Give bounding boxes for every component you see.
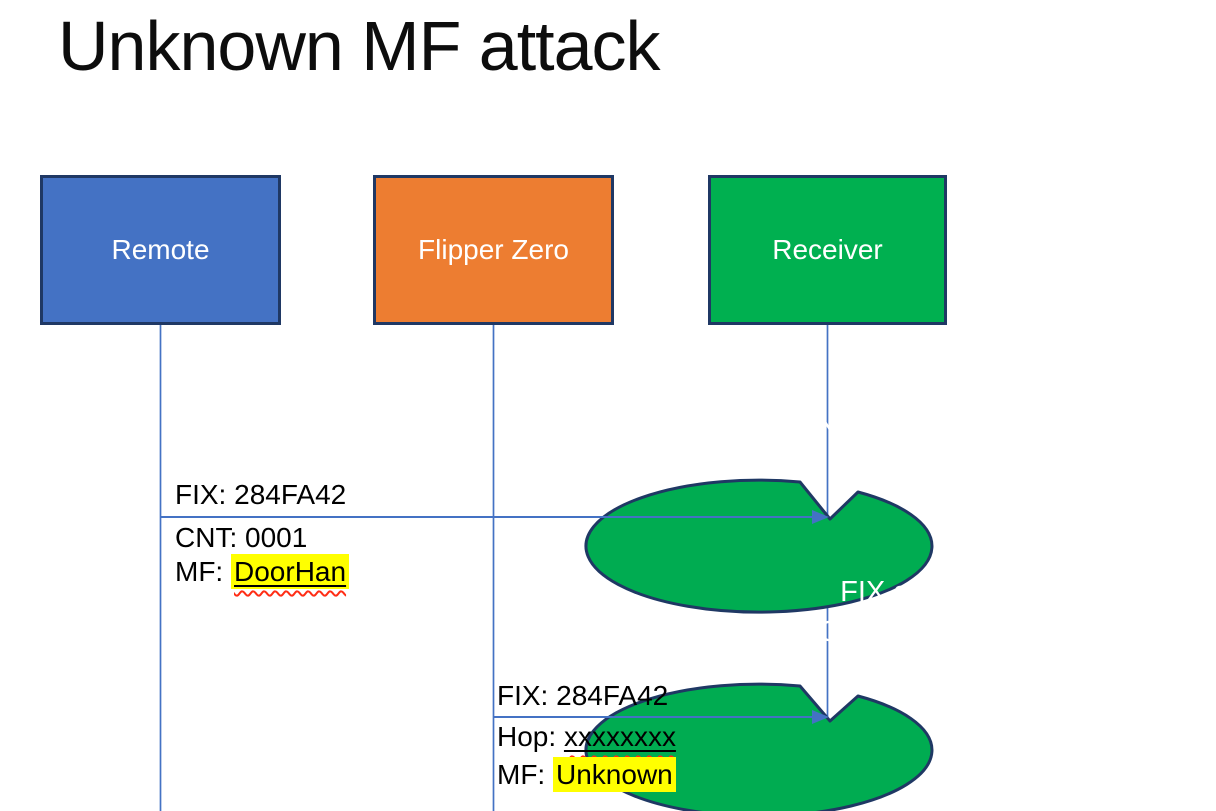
message-2-fix-label: FIX: 284FA42: [497, 680, 669, 711]
callout-1-line-2: CNT 0001 good: [796, 412, 1002, 444]
actor-label-receiver: Receiver: [772, 234, 883, 265]
message-arrow-1-head-icon: [812, 510, 829, 524]
callout-1-line-1: FIX good: [840, 372, 958, 404]
callout-2-text: FIX good CNT is ???? “Opened”: [726, 572, 1072, 692]
callout-2-line-3: “Opened”: [837, 656, 961, 688]
message-2-hop-prefix: Hop:: [497, 721, 564, 752]
actor-label-flipper-zero: Flipper Zero: [418, 234, 569, 265]
message-2-mf-prefix: MF:: [497, 759, 553, 790]
message-2-hop-value-underlined: xxxxxxxx: [563, 721, 676, 752]
callout-1-line-3: “Opened”: [837, 452, 961, 484]
message-1-fix-label: FIX: 284FA42: [175, 479, 347, 510]
callout-2-line-1: FIX good: [840, 576, 958, 608]
actor-label-remote: Remote: [111, 234, 210, 265]
message-1-mf-label: MF: DoorHan: [175, 554, 350, 589]
message-2-mf-label: MF: Unknown: [497, 757, 676, 792]
message-1-mf-prefix: MF:: [175, 556, 231, 587]
message-1-mf-value-highlighted: DoorHan: [231, 554, 350, 589]
message-2-hop-squiggle-wrap: xxxxxxxx: [564, 721, 676, 752]
callout-1-text: FIX good CNT 0001 good “Opened”: [726, 368, 1072, 488]
actor-box-flipper-zero: Flipper Zero: [373, 175, 614, 325]
message-arrow-2-head-icon: [812, 710, 829, 724]
slide-title: Unknown MF attack: [58, 7, 661, 85]
actor-box-remote: Remote: [40, 175, 281, 325]
message-1-cnt-label: CNT: 0001: [175, 522, 308, 553]
message-2-hop-label: Hop: xxxxxxxx: [497, 721, 676, 753]
message-2-mf-value-highlighted: Unknown: [553, 757, 676, 792]
message-1-mf-squiggle-wrap: DoorHan: [231, 554, 350, 589]
callout-bubble-1: [584, 478, 934, 614]
actor-box-receiver: Receiver: [708, 175, 947, 325]
callout-2-line-2: CNT is ????: [818, 616, 980, 648]
